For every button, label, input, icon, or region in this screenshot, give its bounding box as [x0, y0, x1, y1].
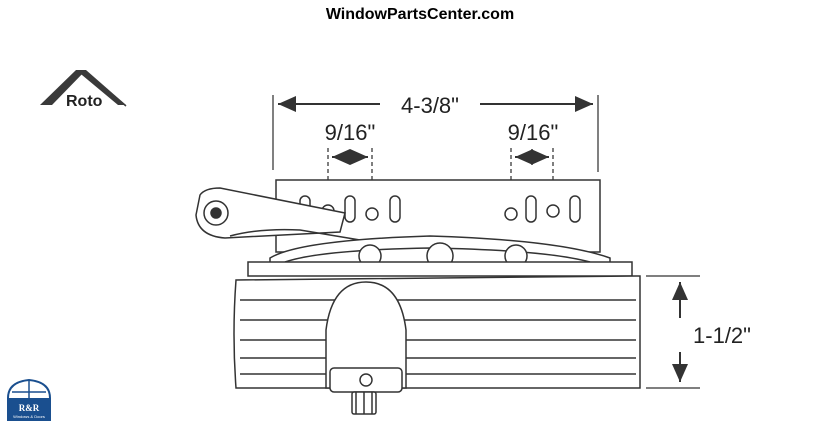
hole-spacing-left-label: 9/16"	[325, 120, 376, 145]
roto-logo: Roto	[40, 70, 127, 110]
overall-width-label: 4-3/8"	[401, 93, 459, 118]
hole-spacing-right-dimension: 9/16"	[508, 120, 559, 190]
hole-spacing-right-label: 9/16"	[508, 120, 559, 145]
badge-initials: R&R	[19, 403, 40, 413]
height-label: 1-1/2"	[693, 323, 751, 348]
site-title: WindowParts​Center.com	[325, 6, 515, 23]
operator-housing	[233, 275, 641, 415]
height-dimension: 1-1/2"	[646, 275, 751, 389]
badge-caption: Windows & Doors	[13, 414, 45, 419]
operator-arm	[195, 187, 361, 241]
gear-rail	[247, 235, 633, 277]
overall-width-dimension: 4-3/8"	[272, 93, 599, 172]
rr-windows-doors-badge: R&R Windows & Doors	[7, 378, 51, 421]
roto-logo-text: Roto	[66, 93, 103, 110]
